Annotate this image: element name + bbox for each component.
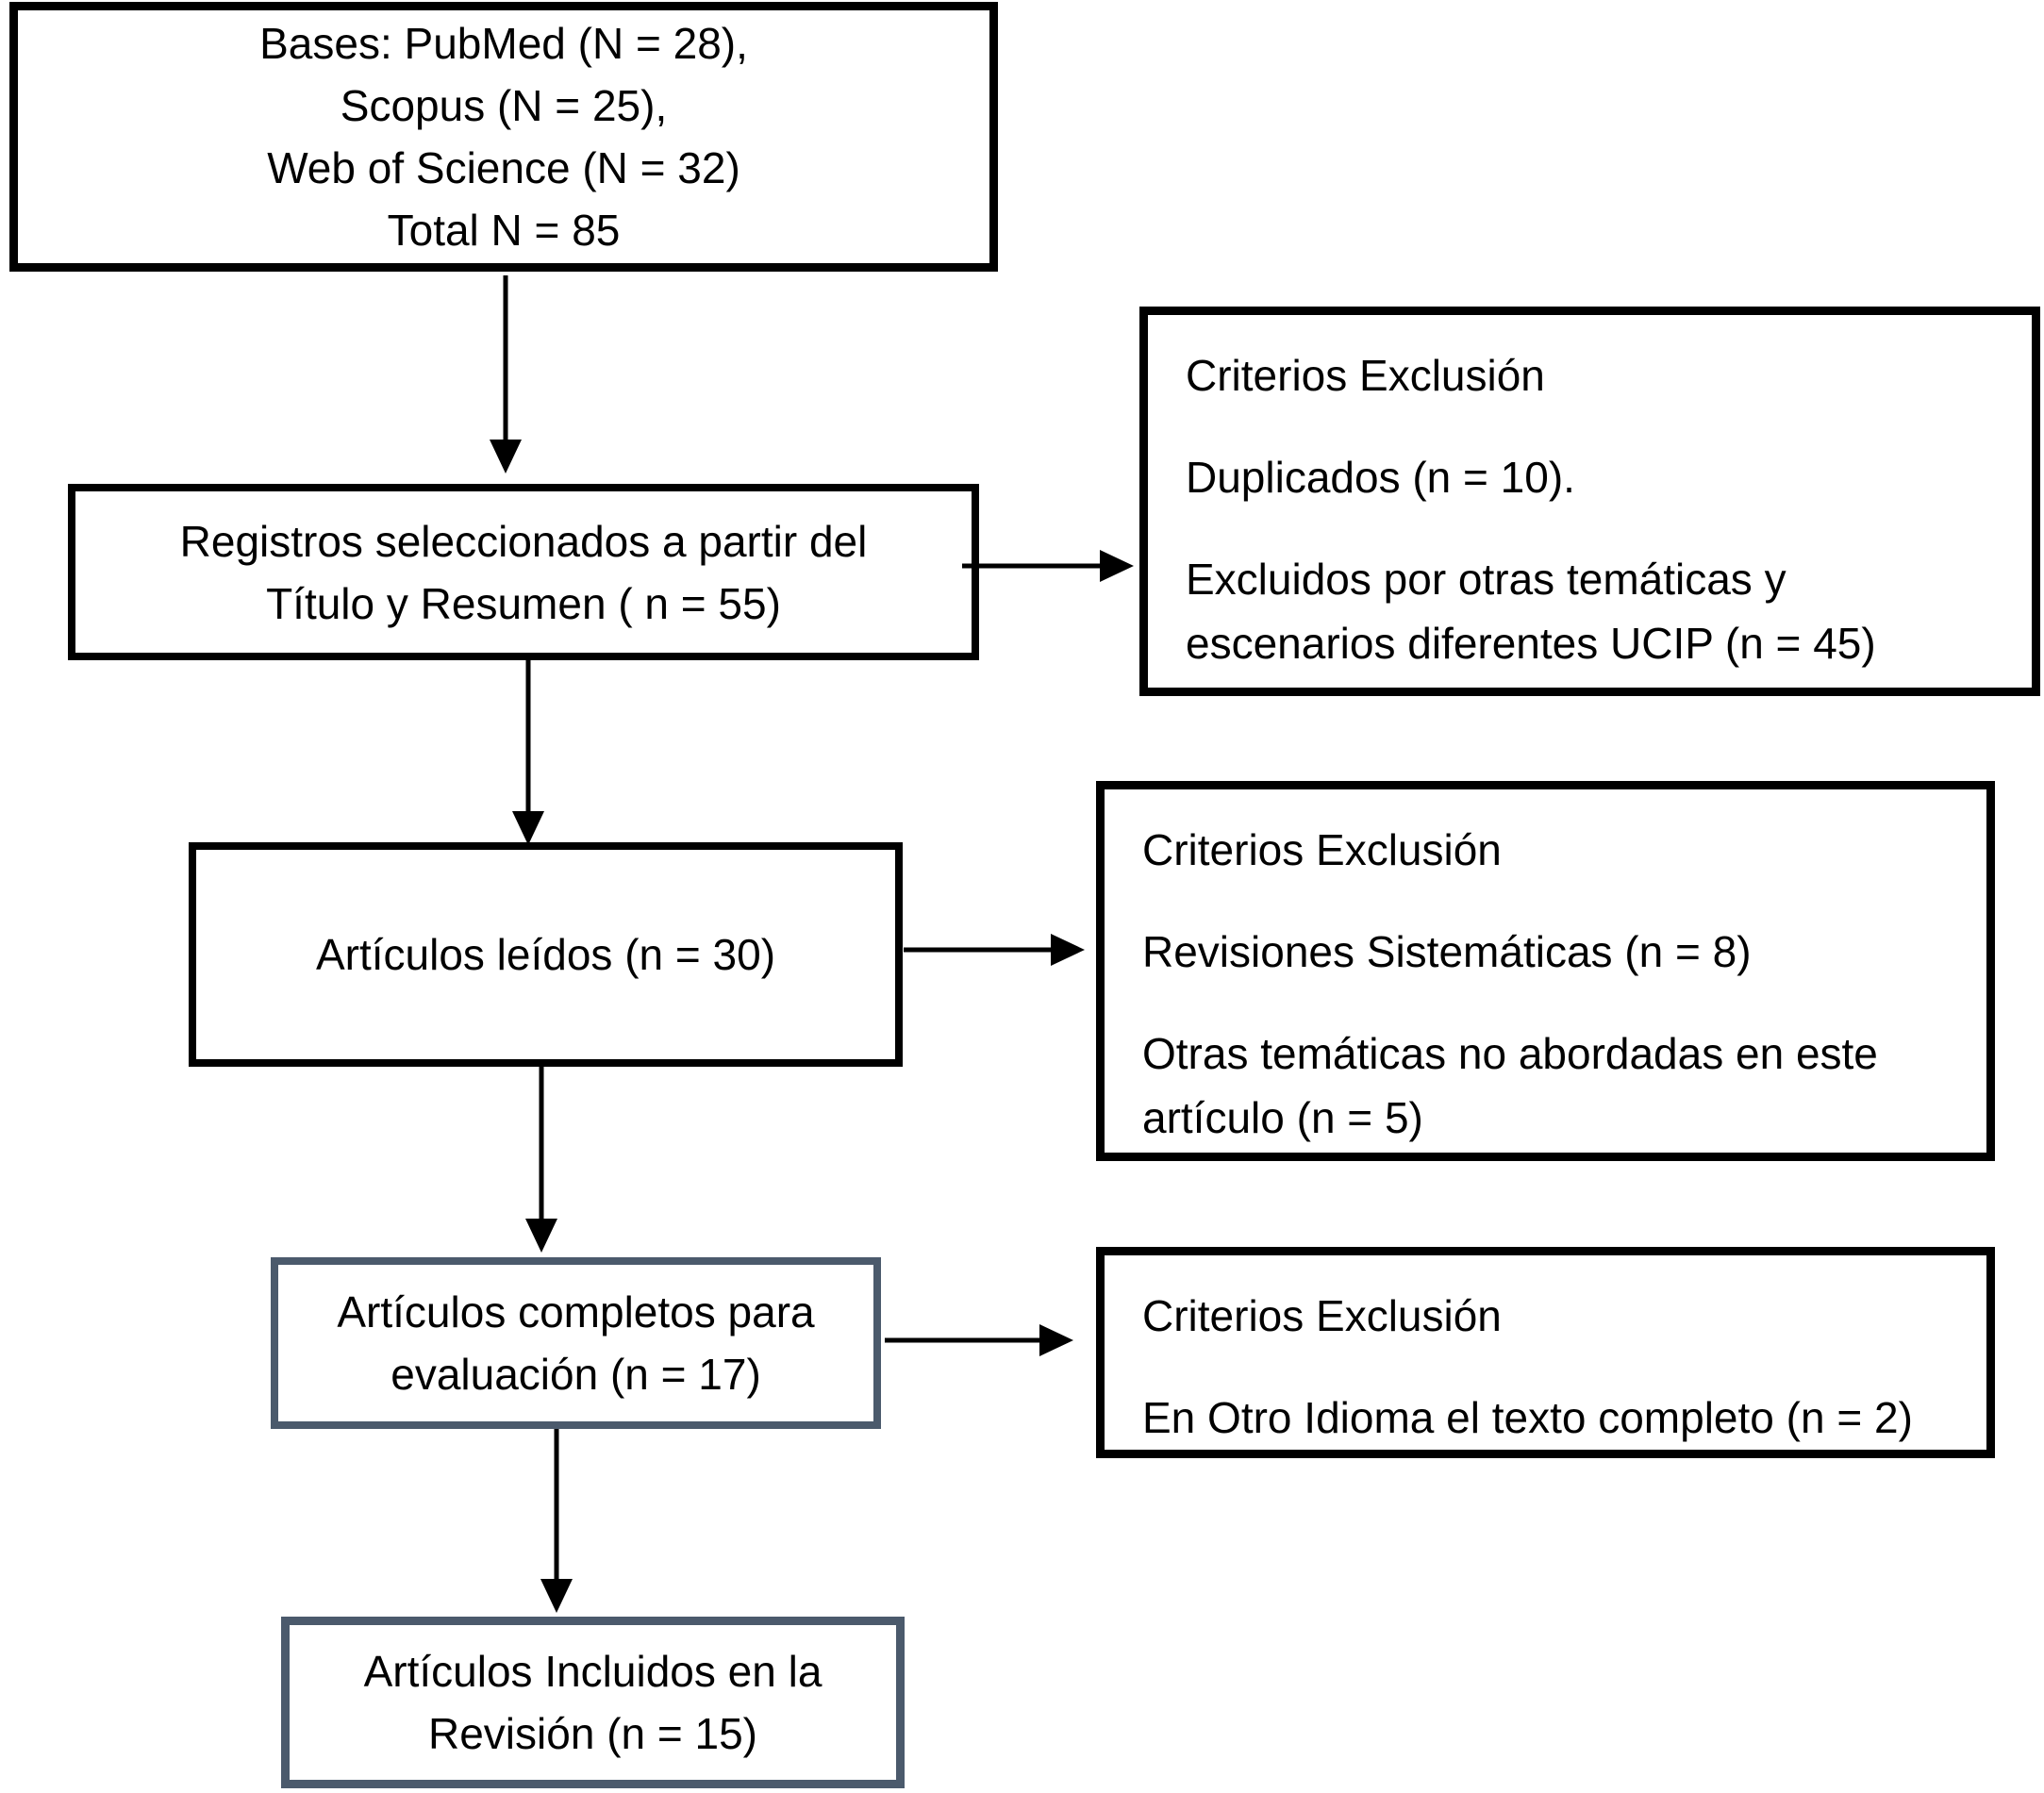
- text-line: Web of Science (N = 32): [267, 143, 740, 192]
- text-line: Título y Resumen ( n = 55): [266, 578, 781, 628]
- text-line: Scopus (N = 25),: [340, 81, 668, 130]
- box-title-abstract-screening: Registros seleccionados a partir del Tít…: [68, 484, 979, 660]
- exclusion-item: Excluidos por otras temáticas y escenari…: [1186, 547, 1998, 675]
- exclusion-item: Otras temáticas no abordadas en este art…: [1142, 1021, 1953, 1150]
- exclusion-heading: Criterios Exclusión: [1142, 1284, 1953, 1348]
- text-line: En Otro Idioma el texto completo (n = 2): [1142, 1393, 1913, 1442]
- text-line: Otras temáticas no abordadas en este: [1142, 1029, 1878, 1078]
- text-line: escenarios diferentes UCIP (n = 45): [1186, 619, 1876, 668]
- text-line: Artículos leídos (n = 30): [315, 930, 776, 979]
- text-line: Revisión (n = 15): [428, 1709, 757, 1758]
- arrow-read-to-fulltext: [525, 1067, 557, 1253]
- exclusion-item: Duplicados (n = 10).: [1186, 445, 1998, 509]
- text-line: Artículos Incluidos en la: [363, 1647, 823, 1696]
- text-line: Criterios Exclusión: [1186, 351, 1545, 400]
- arrow-fulltext-to-exclusion3: [885, 1324, 1073, 1356]
- arrow-screening-to-exclusion1: [962, 550, 1134, 582]
- box-exclusion-criteria-screening: Criterios Exclusión Duplicados (n = 10).…: [1139, 307, 2040, 696]
- exclusion-heading: Criterios Exclusión: [1186, 343, 1998, 407]
- text-line: Total N = 85: [387, 206, 621, 255]
- text-line: Bases: PubMed (N = 28),: [259, 19, 748, 68]
- exclusion-item: Revisiones Sistemáticas (n = 8): [1142, 920, 1953, 984]
- exclusion-item: En Otro Idioma el texto completo (n = 2): [1142, 1386, 1953, 1450]
- box-articles-read: Artículos leídos (n = 30): [189, 842, 903, 1067]
- text-line: Excluidos por otras temáticas y: [1186, 555, 1786, 604]
- box-articles-included: Artículos Incluidos en la Revisión (n = …: [281, 1617, 905, 1788]
- box-fulltext-evaluation: Artículos completos para evaluación (n =…: [271, 1257, 881, 1429]
- text-line: Duplicados (n = 10).: [1186, 453, 1575, 502]
- text-line: Criterios Exclusión: [1142, 825, 1502, 874]
- box-exclusion-criteria-fulltext: Criterios Exclusión En Otro Idioma el te…: [1096, 1247, 1995, 1458]
- text-line: Artículos completos para: [337, 1287, 815, 1336]
- text-line: artículo (n = 5): [1142, 1093, 1423, 1142]
- text-line: Revisiones Sistemáticas (n = 8): [1142, 927, 1752, 976]
- text-line: Registros seleccionados a partir del: [179, 516, 868, 566]
- text-line: Criterios Exclusión: [1142, 1291, 1502, 1340]
- box-database-sources: Bases: PubMed (N = 28), Scopus (N = 25),…: [9, 2, 998, 272]
- arrow-sources-to-screening: [490, 275, 522, 473]
- arrow-screening-to-read: [512, 658, 544, 845]
- box-exclusion-criteria-reading: Criterios Exclusión Revisiones Sistemáti…: [1096, 781, 1995, 1161]
- arrow-read-to-exclusion2: [904, 934, 1085, 966]
- text-line: evaluación (n = 17): [391, 1350, 761, 1399]
- arrow-fulltext-to-included: [540, 1429, 573, 1613]
- exclusion-heading: Criterios Exclusión: [1142, 818, 1953, 882]
